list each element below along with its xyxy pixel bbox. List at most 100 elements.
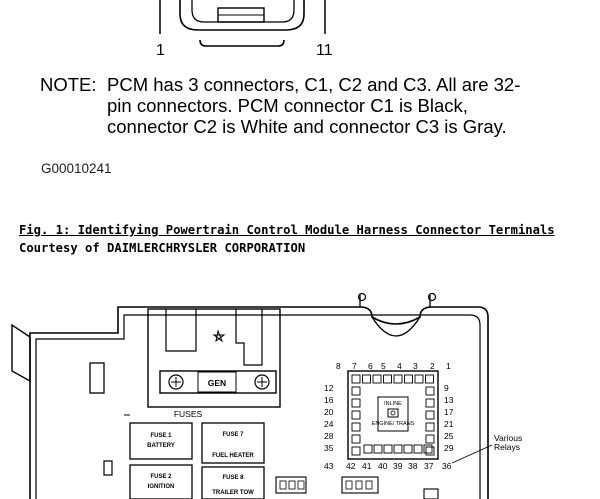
relay-slot <box>403 444 413 454</box>
relay-num: 20 <box>324 407 334 417</box>
pin-number-left: 1 <box>156 42 165 59</box>
fuse-7 <box>201 422 265 464</box>
figure-courtesy: Courtesy of DAIMLERCHRYSLER CORPORATION <box>19 241 306 255</box>
relay-num: 28 <box>324 431 334 441</box>
relay-slot <box>383 444 393 454</box>
relay-num: 4 <box>397 361 402 371</box>
relay-num: 3 <box>413 361 418 371</box>
relay-num: 25 <box>444 431 454 441</box>
relay-slot <box>393 374 403 384</box>
post-right-head <box>427 292 437 302</box>
relays-leader <box>451 444 493 464</box>
engine-trans-area <box>377 396 409 432</box>
inline-socket <box>387 408 399 418</box>
relay-numbers-top: 8 7 6 5 4 3 2 1 <box>336 361 451 371</box>
relay-slot <box>425 398 435 408</box>
connector-drawing <box>159 0 326 47</box>
figure-code: G00010241 <box>41 161 112 176</box>
gen-fuse <box>159 370 277 394</box>
lower-relay-2-pin <box>355 480 363 490</box>
relay-num: 40 <box>378 461 388 471</box>
relay-num: 8 <box>336 361 341 371</box>
relay-num: 24 <box>324 419 334 429</box>
fuse-2-title: FUSE 2 <box>150 474 172 480</box>
relay-num: 12 <box>324 383 334 393</box>
pin-number-right: 11 <box>316 42 333 59</box>
relay-slot <box>425 374 434 384</box>
connector-inner-shell <box>191 0 295 23</box>
relay-slot <box>351 386 361 396</box>
note-lead: NOTE: <box>40 74 97 95</box>
lower-relay-2-pin <box>345 480 353 490</box>
gen-terminal-right <box>235 309 263 366</box>
relay-num: 17 <box>444 407 454 417</box>
notch <box>371 316 421 337</box>
relay-slot <box>362 374 371 384</box>
gen-label: GEN <box>208 378 226 388</box>
relay-num: 21 <box>444 419 454 429</box>
relay-num: 13 <box>444 395 454 405</box>
fuse-8-name: TRAILER TOW <box>212 490 254 496</box>
lower-relay-1-pin <box>279 480 287 490</box>
relay-numbers-left: 12 16 20 24 28 35 <box>324 383 334 453</box>
note-text: PCM has 3 connectors, C1, C2 and C3. All… <box>107 74 521 137</box>
relay-num: 29 <box>444 443 454 453</box>
fuse-1-name: BATTERY <box>147 443 175 449</box>
fuse-7-name: FUEL HEATER <box>212 453 254 459</box>
relay-slot <box>351 446 361 456</box>
relay-block <box>347 370 439 460</box>
relay-slot <box>425 446 435 456</box>
inline-label: INLINE <box>384 401 402 407</box>
lower-relay-2 <box>341 476 379 494</box>
fuse-8-title: FUSE 8 <box>222 475 244 481</box>
relay-num: 6 <box>368 361 373 371</box>
relay-num: 1 <box>446 361 451 371</box>
relay-slot <box>351 398 361 408</box>
left-mount-tab <box>11 323 31 383</box>
engine-trans-label: ENGINE/ TRANS <box>372 421 415 427</box>
gen-fuse-bolt-right-icon <box>254 374 270 390</box>
fuse-8 <box>201 466 265 499</box>
gen-terminal-left <box>165 309 197 352</box>
left-clip <box>89 362 105 394</box>
fuse-1 <box>129 422 193 460</box>
lower-relay-1-pin <box>297 480 305 490</box>
inline-socket-pin <box>390 410 396 416</box>
fuse-1-title: FUSE 1 <box>150 433 172 439</box>
relay-slot <box>393 444 403 454</box>
gen-fuse-bay <box>147 308 281 408</box>
relay-num: 42 <box>346 461 356 471</box>
relay-num: 7 <box>352 361 357 371</box>
left-small-clip <box>103 460 113 476</box>
post-left-head <box>357 292 367 302</box>
relay-num: 43 <box>324 461 334 471</box>
fuses-label: FUSES <box>174 409 203 419</box>
fuse-box-diagram: GEN FUSES FUSE 1 BATTERY FUSE 7 FUEL HEA… <box>11 292 522 499</box>
lower-relay-1 <box>275 476 307 494</box>
relay-num: 41 <box>362 461 372 471</box>
relay-num: 36 <box>442 461 452 471</box>
pentastar-icon <box>212 329 226 343</box>
relay-num: 35 <box>324 443 334 453</box>
relay-slot <box>373 444 383 454</box>
connector-base <box>199 39 285 47</box>
lower-relays <box>275 476 439 499</box>
relay-slot <box>383 374 392 384</box>
relay-num: 9 <box>444 383 449 393</box>
relay-num: 5 <box>381 361 386 371</box>
relay-num: 16 <box>324 395 334 405</box>
note-block: NOTE: PCM has 3 connectors, C1, C2 and C… <box>40 74 540 137</box>
relay-num: 2 <box>430 361 435 371</box>
relay-slot <box>404 374 413 384</box>
relay-slot <box>413 444 423 454</box>
relay-num: 37 <box>424 461 434 471</box>
relay-slot <box>425 422 435 432</box>
lower-relay-2-pin <box>365 480 373 490</box>
relay-slot <box>351 434 361 444</box>
fuse-2-name: IGNITION <box>148 484 175 490</box>
relay-slot <box>351 410 361 420</box>
relay-slot <box>425 386 435 396</box>
relay-numbers-right: 9 13 17 21 25 29 <box>444 383 454 453</box>
relay-slots <box>351 374 435 456</box>
